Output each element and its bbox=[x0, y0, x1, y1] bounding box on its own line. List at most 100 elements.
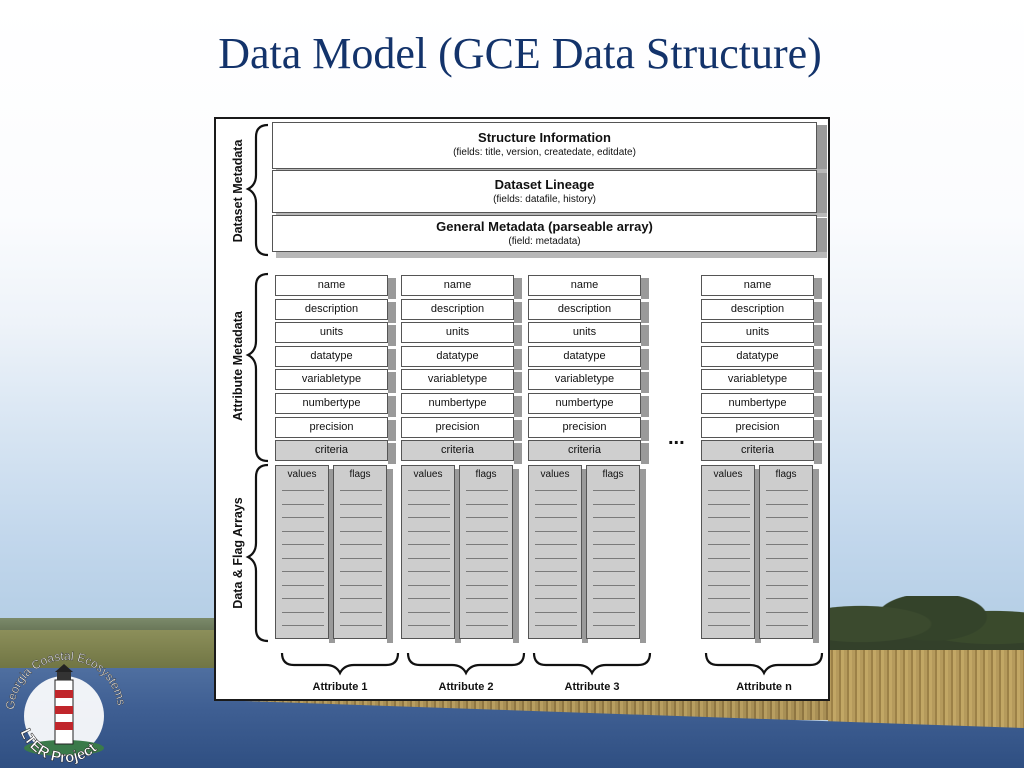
flags-array: flags bbox=[586, 465, 640, 639]
array-row-line bbox=[766, 557, 808, 559]
values-array-header: values bbox=[413, 469, 443, 480]
array-row-line bbox=[340, 544, 382, 545]
brace-attr-n bbox=[704, 652, 824, 676]
box-title: General Metadata (parseable array) bbox=[436, 219, 653, 234]
attribute-field-name: name bbox=[701, 275, 814, 296]
array-row-line bbox=[593, 544, 635, 545]
array-row-line bbox=[708, 490, 750, 491]
array-row-line bbox=[593, 571, 635, 572]
brace-dataset bbox=[245, 123, 269, 257]
array-row-line bbox=[282, 584, 324, 586]
array-row-line bbox=[535, 517, 577, 518]
ellipsis: ... bbox=[668, 427, 685, 449]
array-row-line bbox=[708, 517, 750, 518]
array-row-line bbox=[708, 571, 750, 572]
attribute-label-n: Attribute n bbox=[736, 681, 792, 693]
array-row-line bbox=[766, 571, 808, 572]
attribute-label-3: Attribute 3 bbox=[564, 681, 620, 693]
array-row-line bbox=[340, 598, 382, 599]
attribute-field-precision: precision bbox=[701, 416, 814, 438]
attribute-field-precision: precision bbox=[528, 416, 641, 438]
attribute-field-variabletype: variabletype bbox=[528, 369, 641, 391]
structure-information-box: Structure Information (fields: title, ve… bbox=[272, 122, 817, 169]
general-metadata-box: General Metadata (parseable array) (fiel… bbox=[272, 215, 817, 252]
array-row-line bbox=[282, 611, 324, 613]
values-array-header: values bbox=[287, 469, 317, 480]
array-row-line bbox=[340, 490, 382, 491]
array-row-line bbox=[766, 598, 808, 599]
array-row-line bbox=[708, 584, 750, 586]
attribute-field-datatype: datatype bbox=[528, 345, 641, 367]
array-row-line bbox=[408, 584, 450, 586]
values-array: values bbox=[401, 465, 455, 639]
box-title: Structure Information bbox=[478, 130, 611, 145]
array-row-line bbox=[408, 517, 450, 518]
values-array-header: values bbox=[713, 469, 743, 480]
flags-array: flags bbox=[459, 465, 513, 639]
lighthouse-icon bbox=[54, 664, 74, 745]
array-row-line bbox=[593, 530, 635, 532]
attribute-field-description: description bbox=[528, 298, 641, 320]
flags-array-header: flags bbox=[349, 469, 371, 480]
box-title: Dataset Lineage bbox=[494, 177, 595, 192]
array-row-line bbox=[535, 490, 577, 491]
array-row-line bbox=[340, 584, 382, 586]
array-row-line bbox=[593, 598, 635, 599]
attribute-field-variabletype: variabletype bbox=[701, 369, 814, 391]
flags-array-header: flags bbox=[602, 469, 624, 480]
attribute-field-numbertype: numbertype bbox=[401, 393, 514, 414]
attribute-field-name: name bbox=[275, 275, 388, 296]
array-row-line bbox=[766, 517, 808, 518]
label-attribute-metadata: Attribute Metadata bbox=[231, 311, 245, 421]
array-row-line bbox=[593, 584, 635, 586]
array-row-line bbox=[340, 517, 382, 518]
array-row-line bbox=[535, 611, 577, 613]
attribute-field-criteria: criteria bbox=[275, 440, 388, 462]
attribute-field-units: units bbox=[401, 322, 514, 344]
array-row-line bbox=[535, 544, 577, 545]
gce-lter-logo: Georgia Coastal Ecosystems LTER Project bbox=[3, 650, 129, 767]
attribute-field-variabletype: variabletype bbox=[401, 369, 514, 391]
array-row-line bbox=[708, 530, 750, 532]
array-row-line bbox=[408, 557, 450, 559]
attribute-field-units: units bbox=[528, 322, 641, 344]
array-row-line bbox=[593, 517, 635, 518]
array-row-line bbox=[340, 611, 382, 613]
attribute-label-2: Attribute 2 bbox=[438, 681, 494, 693]
array-row-line bbox=[466, 584, 508, 586]
attribute-field-units: units bbox=[275, 322, 388, 344]
array-row-line bbox=[766, 490, 808, 491]
array-row-line bbox=[766, 503, 808, 505]
array-row-line bbox=[340, 530, 382, 532]
array-row-line bbox=[282, 490, 324, 491]
values-array: values bbox=[275, 465, 329, 639]
array-row-line bbox=[340, 625, 382, 626]
array-row-line bbox=[466, 625, 508, 626]
array-row-line bbox=[408, 598, 450, 599]
brace-attribute bbox=[245, 272, 269, 463]
slide-title: Data Model (GCE Data Structure) bbox=[218, 29, 822, 78]
flags-array-header: flags bbox=[775, 469, 797, 480]
array-row-line bbox=[282, 598, 324, 599]
label-dataset-metadata: Dataset Metadata bbox=[231, 139, 245, 243]
array-row-line bbox=[340, 571, 382, 572]
diagram-panel: Dataset Metadata Attribute Metadata Data… bbox=[214, 117, 830, 701]
array-row-line bbox=[466, 544, 508, 545]
array-row-line bbox=[766, 544, 808, 545]
attribute-field-precision: precision bbox=[401, 416, 514, 438]
array-row-line bbox=[340, 503, 382, 505]
array-row-line bbox=[282, 571, 324, 572]
box-fields: (fields: title, version, createdate, edi… bbox=[453, 147, 636, 158]
array-row-line bbox=[766, 625, 808, 626]
array-row-line bbox=[766, 530, 808, 532]
brace-attr-2 bbox=[406, 652, 526, 676]
array-row-line bbox=[593, 625, 635, 626]
array-row-line bbox=[466, 503, 508, 505]
array-row-line bbox=[466, 530, 508, 532]
array-row-line bbox=[282, 544, 324, 545]
array-row-line bbox=[282, 530, 324, 532]
array-row-line bbox=[282, 503, 324, 505]
attribute-field-criteria: criteria bbox=[401, 440, 514, 462]
attribute-field-description: description bbox=[401, 298, 514, 320]
array-row-line bbox=[408, 571, 450, 572]
